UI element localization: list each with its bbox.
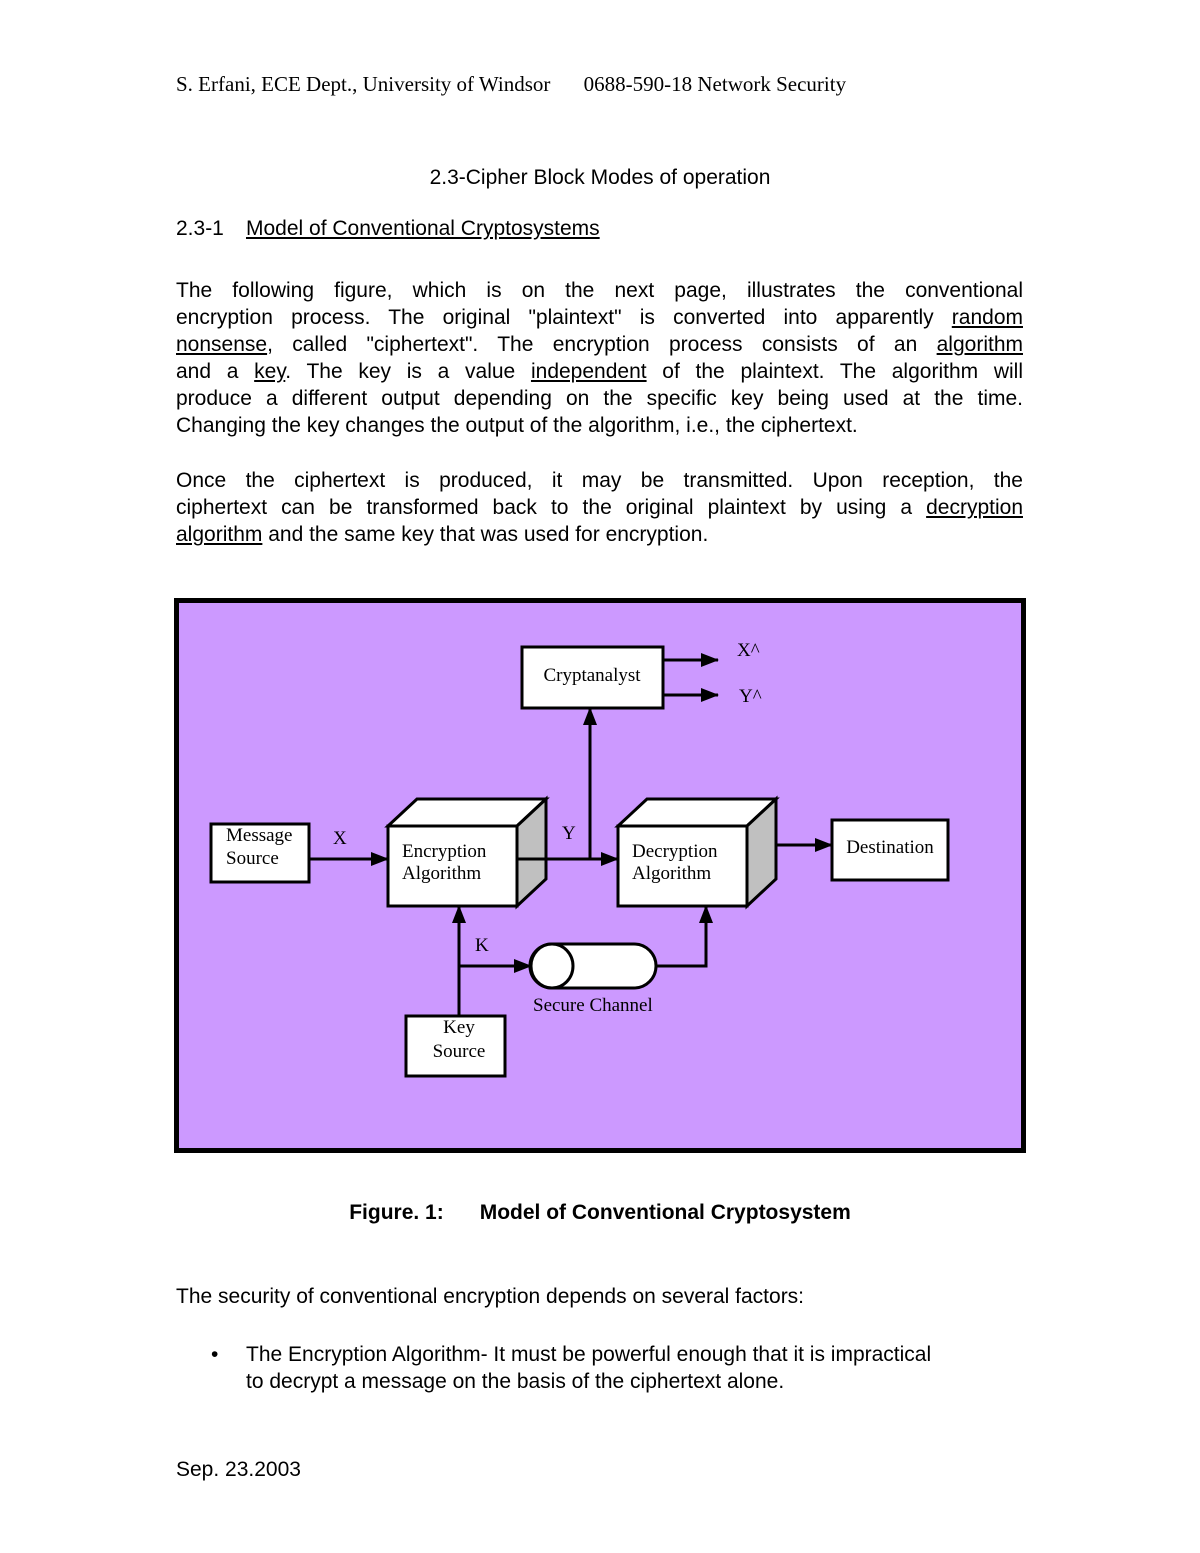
para-line: and a key. The key is a value independen… (176, 360, 1023, 383)
cryptosystem-diagram: Cryptanalyst X^ Y^ Message Source X Encr… (174, 598, 1026, 1153)
term-key: key (254, 360, 286, 383)
subsection-number: 2.3-1 (176, 217, 224, 240)
key-source-box: Key Source (404, 1014, 507, 1078)
svg-text:Algorithm: Algorithm (632, 863, 711, 884)
figure-caption: Figure. 1: Model of Conventional Cryptosy… (0, 1201, 1200, 1225)
term-decryption: decryption (926, 496, 1023, 519)
svg-text:Destination: Destination (846, 837, 934, 858)
svg-text:Source: Source (226, 848, 279, 869)
factors-intro: The security of conventional encryption … (176, 1285, 805, 1308)
decryption-algorithm-box: Decryption Algorithm (614, 795, 780, 910)
svg-text:Algorithm: Algorithm (402, 863, 481, 884)
caption-title: Model of Conventional Cryptosystem (479, 1201, 851, 1224)
y-hat-label: Y^ (739, 686, 762, 707)
destination-box: Destination (830, 818, 950, 882)
svg-text:Decryption: Decryption (632, 841, 718, 862)
svg-text:Encryption: Encryption (402, 841, 487, 862)
caption-number: Figure. 1: (349, 1201, 444, 1224)
para-line: The following figure, which is on the ne… (176, 279, 1023, 302)
para-line: algorithm and the same key that was used… (176, 523, 709, 546)
bullet-icon: • (211, 1343, 219, 1366)
term-algorithm: algorithm (936, 333, 1023, 356)
svg-text:Message: Message (226, 825, 292, 846)
para-line: ciphertext can be transformed back to th… (176, 496, 1023, 519)
svg-text:Key: Key (443, 1017, 475, 1038)
para-line: produce a different output depending on … (176, 387, 1023, 410)
header-course: 0688-590-18 Network Security (583, 72, 847, 96)
section-title: 2.3-Cipher Block Modes of operation (429, 166, 771, 189)
subsection-title: Model of Conventional Cryptosystems (246, 217, 600, 240)
label-k: K (475, 935, 489, 956)
label-x: X (333, 828, 347, 849)
page-header: S. Erfani, ECE Dept., University of Wind… (176, 72, 846, 97)
term-algorithm-2: algorithm (176, 523, 263, 546)
term-random: random (951, 306, 1023, 329)
para-line: encryption process. The original "plaint… (176, 306, 1023, 329)
page-footer-date: Sep. 23.2003 (176, 1458, 301, 1481)
subsection-heading: 2.3-1 Model of Conventional Cryptosystems (176, 217, 600, 241)
encryption-algorithm-box: Encryption Algorithm (384, 795, 550, 910)
term-independent: independent (530, 360, 647, 383)
secure-channel-cylinder (528, 942, 658, 990)
para-line: Once the ciphertext is produced, it may … (176, 469, 1023, 492)
secure-channel-label: Secure Channel (533, 995, 653, 1016)
cryptanalyst-box: Cryptanalyst (520, 645, 665, 710)
svg-text:Source: Source (433, 1041, 486, 1062)
decryption-paragraph: Once the ciphertext is produced, it may … (176, 467, 1023, 548)
para-line: nonsense, called "ciphertext". The encry… (176, 333, 1023, 356)
arrow-channel-to-decryption (655, 905, 713, 968)
para-line: Changing the key changes the output of t… (176, 414, 858, 437)
intro-paragraph: The following figure, which is on the ne… (176, 277, 1023, 439)
x-hat-label: X^ (737, 640, 760, 661)
list-item-text: The Encryption Algorithm- It must be pow… (246, 1343, 932, 1393)
term-nonsense: nonsense (176, 333, 268, 356)
header-author: S. Erfani, ECE Dept., University of Wind… (176, 72, 551, 96)
label-y: Y (562, 823, 576, 844)
cryptanalyst-label: Cryptanalyst (543, 665, 641, 686)
message-source-box: Message Source (209, 822, 311, 884)
